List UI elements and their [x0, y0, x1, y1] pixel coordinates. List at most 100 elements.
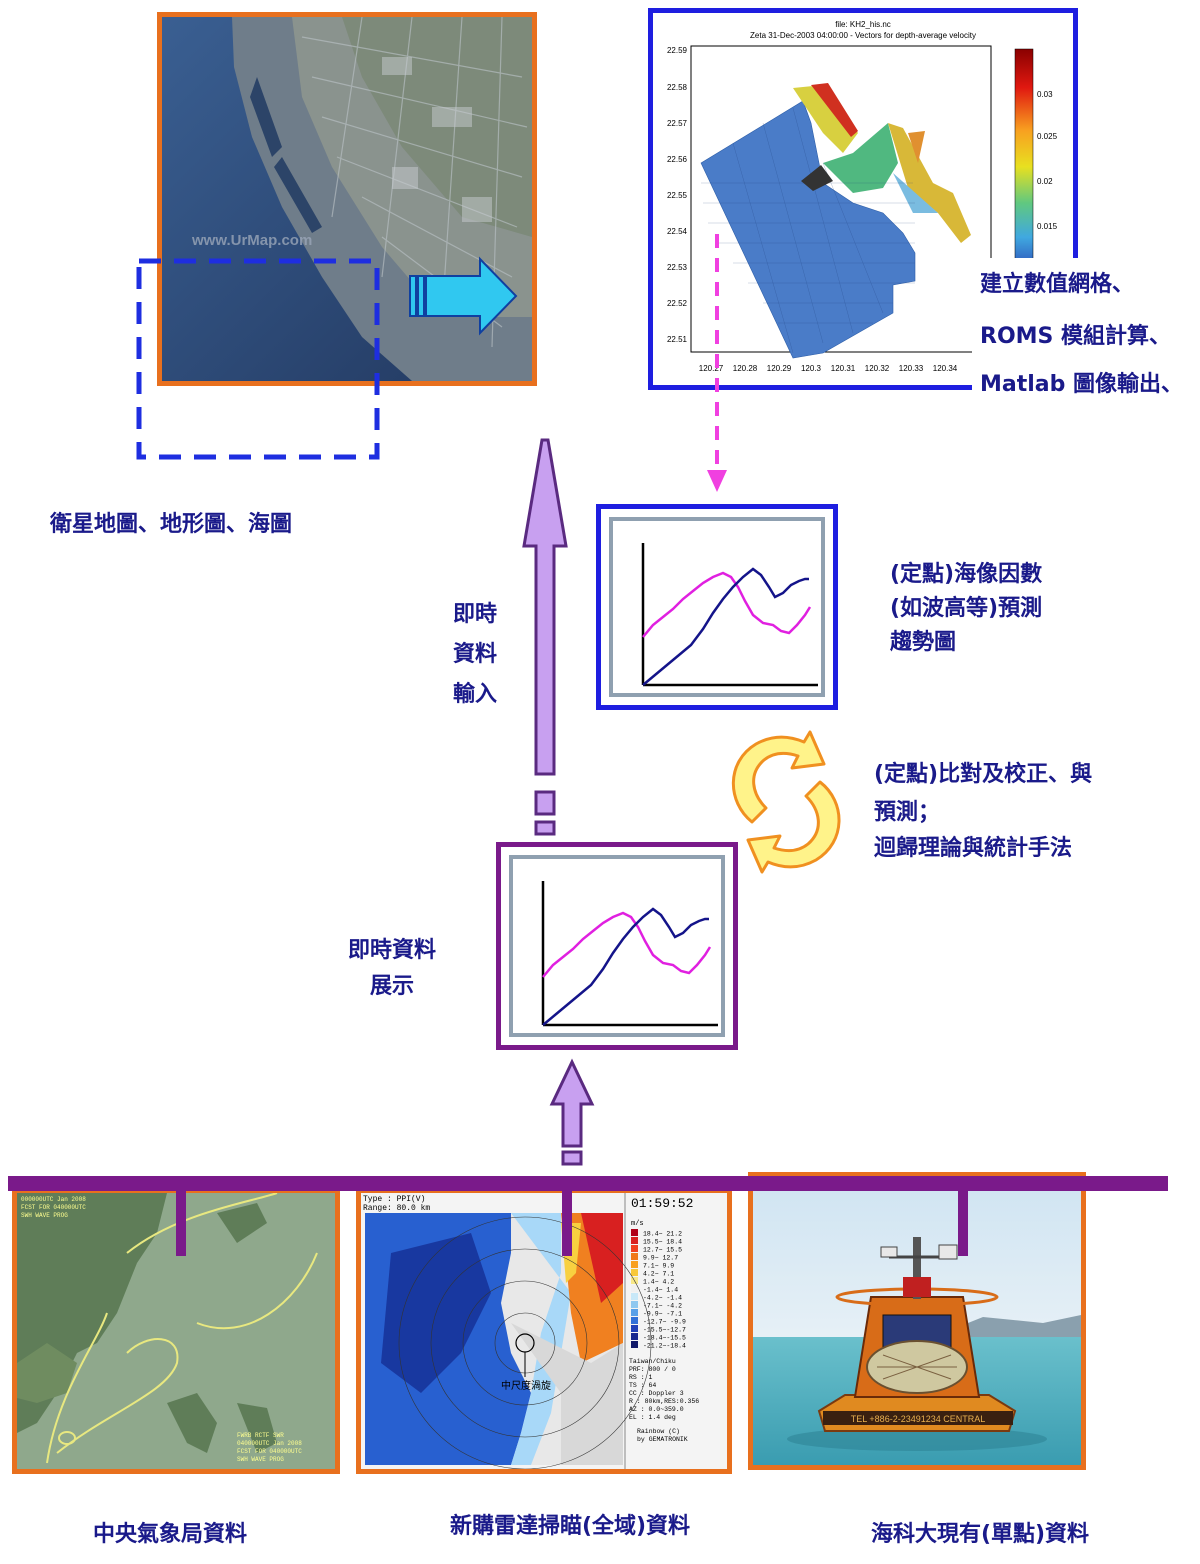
model-caption-line-1: 建立數值網格、: [980, 272, 1135, 297]
radar-legend: 18.4~ 21.215.5~ 18.412.7~ 15.59.9~ 12.77…: [631, 1229, 686, 1350]
realtime-display-caption-line-1: 即時資料: [347, 938, 436, 963]
cwb-header-line-3: SWH WAVE PROG: [21, 1212, 68, 1219]
colorbar-tick: 0.015: [1037, 222, 1058, 231]
realtime-display-caption-line-2: 展示: [369, 974, 414, 999]
model-caption-line-3: Matlab 圖像輸出、: [980, 372, 1184, 397]
x-tick: 120.32: [865, 364, 890, 373]
x-tick: 120.34: [933, 364, 958, 373]
y-tick: 22.56: [667, 155, 688, 164]
radar-legend-swatch: [631, 1261, 638, 1268]
y-tick: 22.55: [667, 191, 688, 200]
radar-info-line: RS : 1: [629, 1374, 653, 1381]
y-tick: 22.57: [667, 119, 688, 128]
radar-legend-label: -1.4~ 1.4: [643, 1287, 678, 1294]
radar-legend-label: 9.9~ 12.7: [643, 1255, 678, 1262]
radar-legend-label: 18.4~ 21.2: [643, 1231, 682, 1238]
radar-legend-swatch: [631, 1245, 638, 1252]
buoy-caption: 海科大現有(單點)資料: [870, 1522, 1090, 1547]
cyan-right-arrow: [409, 256, 518, 336]
radar-legend-swatch: [631, 1341, 638, 1348]
forecast-caption-line-1: (定點)海像因數: [890, 562, 1043, 587]
calibration-caption-line-1: (定點)比對及校正、與: [874, 762, 1093, 787]
calibration-caption-line-3: 迴歸理論與統計手法: [874, 836, 1073, 861]
cwb-caption: 中央氣象局資料: [92, 1522, 247, 1547]
radar-legend-swatch: [631, 1237, 638, 1244]
radar-legend-label: -21.2~-18.4: [643, 1343, 686, 1350]
realtime-input-label-2: 資料: [452, 642, 497, 667]
cwb-header-line-1: 000000UTC Jan 2008: [21, 1196, 86, 1203]
radar-type-line: Type : PPI(V): [363, 1195, 425, 1204]
cwb-footer-line-4: SWH WAVE PROG: [237, 1456, 284, 1463]
y-tick: 22.52: [667, 299, 688, 308]
radar-legend-swatch: [631, 1317, 638, 1324]
radar-legend-swatch: [631, 1269, 638, 1276]
satellite-caption: 衛星地圖、地形圖、海圖: [50, 512, 293, 537]
collector-tick-radar: [562, 1190, 572, 1256]
buoy-photo-graphic: TEL +886-2-23491234 CENTRAL: [753, 1177, 1081, 1465]
radar-scan-image: Type : PPI(V) Range: 80.0 km 01:59:52 m/…: [356, 1188, 732, 1474]
radar-info-line: R : 80km,RES:0.356: [629, 1398, 699, 1405]
y-tick: 22.58: [667, 83, 688, 92]
radar-legend-swatch: [631, 1309, 638, 1316]
radar-legend-swatch: [631, 1253, 638, 1260]
radar-annotation: 中尺度渦旋: [501, 1379, 551, 1392]
cwb-footer-line-2: 040000UTC Jan 2008: [237, 1440, 302, 1447]
realtime-input-label-1: 即時: [452, 602, 497, 627]
model-output-graphic: file: KH2_his.nc Zeta 31-Dec-2003 04:00:…: [667, 20, 1058, 373]
colorbar-tick: 0.02: [1037, 177, 1053, 186]
y-tick: 22.54: [667, 227, 688, 236]
radar-legend-label: -4.2~ -1.4: [643, 1295, 682, 1302]
radar-time: 01:59:52: [631, 1196, 693, 1211]
radar-legend-swatch: [631, 1229, 638, 1236]
radar-legend-swatch: [631, 1333, 638, 1340]
cwb-wave-map: 000000UTC Jan 2008 FCST FOR 040000UTC SW…: [12, 1188, 340, 1474]
x-tick: 120.28: [733, 364, 758, 373]
colorbar-tick: 0.03: [1037, 90, 1053, 99]
radar-unit: m/s: [631, 1220, 644, 1228]
x-tick: 120.33: [899, 364, 924, 373]
data-collect-arrow: [549, 1058, 595, 1166]
radar-legend-swatch: [631, 1293, 638, 1300]
data-collector-bar: [8, 1176, 1168, 1191]
radar-info-line: PRF: 800 / 0: [629, 1366, 676, 1373]
collector-tick-buoy: [958, 1190, 968, 1256]
radar-legend-swatch: [631, 1325, 638, 1332]
y-tick: 22.53: [667, 263, 688, 272]
model-file-line: file: KH2_his.nc: [835, 20, 891, 29]
y-tick: 22.59: [667, 46, 688, 55]
x-tick: 120.29: [767, 364, 792, 373]
radar-brand-line: Rainbow (C): [637, 1428, 680, 1435]
radar-legend-label: -9.9~ -7.1: [643, 1311, 682, 1318]
realtime-input-label-3: 輸入: [452, 682, 497, 707]
radar-legend-label: -7.1~ -4.2: [643, 1303, 682, 1310]
radar-info-line: CC : Doppler 3: [629, 1390, 684, 1397]
radar-legend-label: 12.7~ 15.5: [643, 1247, 682, 1254]
y-tick: 22.51: [667, 335, 688, 344]
radar-legend-label: 1.4~ 4.2: [643, 1279, 674, 1286]
radar-legend-label: 15.5~ 18.4: [643, 1239, 682, 1246]
buoy-photo: TEL +886-2-23491234 CENTRAL: [748, 1172, 1086, 1470]
calibration-caption-line-2: 預測；: [874, 800, 941, 825]
radar-scan-graphic: Type : PPI(V) Range: 80.0 km 01:59:52 m/…: [361, 1193, 727, 1469]
cwb-footer-line-1: FWRB RCTF SWR: [237, 1432, 284, 1439]
cwb-wave-map-graphic: 000000UTC Jan 2008 FCST FOR 040000UTC SW…: [17, 1193, 335, 1469]
model-caption-line-2: ROMS 模組計算、: [980, 324, 1172, 349]
dashed-region-box: [136, 258, 380, 460]
radar-legend-swatch: [631, 1285, 638, 1292]
x-tick: 120.27: [699, 364, 724, 373]
radar-range-line: Range: 80.0 km: [363, 1204, 430, 1213]
forecast-caption-line-3: 趨勢圖: [890, 630, 957, 655]
radar-legend-label: 7.1~ 9.9: [643, 1263, 674, 1270]
radar-info-line: EL : 1.4 deg: [629, 1414, 676, 1421]
x-tick: 120.31: [831, 364, 856, 373]
forecast-caption-line-2: (如波高等)預測: [890, 596, 1043, 621]
radar-brand-line: by GEMATRONIK: [637, 1436, 688, 1443]
model-title-line: Zeta 31-Dec-2003 04:00:00 - Vectors for …: [750, 31, 976, 40]
satellite-watermark: www.UrMap.com: [191, 232, 312, 249]
model-caption-backdrop: [972, 258, 1200, 420]
realtime-display-graphic: [541, 881, 718, 1027]
cwb-footer-line-3: FCST FOR 040000UTC: [237, 1448, 302, 1455]
radar-info-line: AZ : 0.0~359.0: [629, 1406, 684, 1413]
radar-info-line: TS : 64: [629, 1382, 656, 1389]
radar-legend-label: -18.4~-15.5: [643, 1335, 686, 1342]
